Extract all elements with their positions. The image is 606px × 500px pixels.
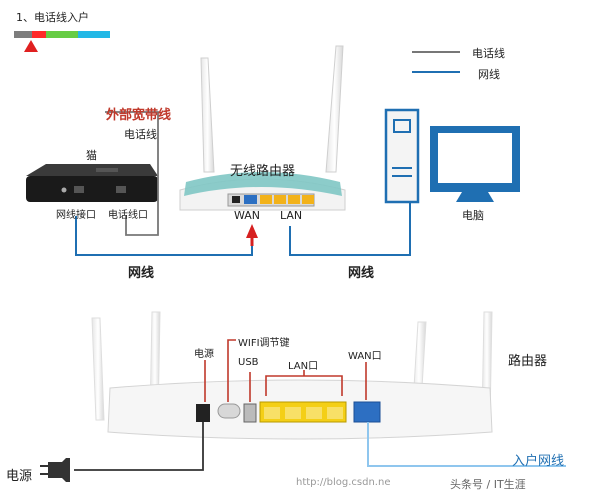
modem-label: 猫 <box>86 149 97 162</box>
source-url: http://blog.csdn.ne <box>296 477 391 488</box>
computer-tower <box>384 108 420 204</box>
wireless-router <box>179 172 346 211</box>
lan-port-label: LAN口 <box>288 361 319 372</box>
router-to-pc-cable <box>289 202 411 256</box>
router-lan-port <box>288 195 300 204</box>
wan-port-label: WAN口 <box>348 351 382 362</box>
legend-phone-label: 电话线 <box>472 47 505 60</box>
modem-phone-port <box>116 186 126 193</box>
color-bar-gray <box>14 31 32 38</box>
wan-port-block <box>353 401 381 423</box>
cable-right-label: 网线 <box>348 266 375 281</box>
modem-to-router-cable <box>75 216 253 256</box>
legend-net-label: 网线 <box>478 68 500 81</box>
up-arrow-icon <box>24 40 38 52</box>
router-back-view <box>91 311 493 440</box>
inbound-net-cable <box>367 422 566 467</box>
callouts <box>204 339 367 402</box>
router-title: 无线路由器 <box>230 164 296 179</box>
modem-net-port <box>74 186 84 193</box>
router-antennas <box>200 45 344 173</box>
phone-cable <box>105 111 159 236</box>
phone-line-label: 电话线 <box>124 128 157 141</box>
router-lan-port <box>274 195 286 204</box>
modem-led <box>61 187 67 193</box>
power-label: 电源 <box>194 349 214 360</box>
wifi-key-label: WIFI调节键 <box>238 338 290 349</box>
power-plug <box>40 422 204 482</box>
external-broadband-label: 外部宽带线 <box>106 108 172 123</box>
wan-arrow-icon <box>246 224 258 238</box>
inbound-cable-label: 入户网线 <box>512 454 565 469</box>
router-power-port <box>232 196 240 203</box>
lan-port-block <box>259 401 347 423</box>
watermark: 头条号 / IT生涯 <box>450 478 526 491</box>
router-lan-port <box>260 195 272 204</box>
wan-label: WAN <box>234 209 261 222</box>
step-title: 1、电话线入户 <box>16 11 89 24</box>
cable-left-label: 网线 <box>128 266 155 281</box>
computer <box>384 108 520 204</box>
lan-label: LAN <box>280 209 303 222</box>
color-bar-green <box>46 31 78 38</box>
modem-phone-port-label: 电话线口 <box>108 210 148 221</box>
power-plug-label: 电源 <box>6 469 33 484</box>
wifi-button <box>217 403 241 419</box>
usb-label: USB <box>238 357 259 368</box>
color-bar-cyan <box>78 31 110 38</box>
router-label: 路由器 <box>508 354 548 369</box>
computer-label: 电脑 <box>462 209 484 222</box>
modem <box>26 164 158 202</box>
usb-port <box>243 403 257 423</box>
modem-net-port-label: 网线接口 <box>56 210 96 221</box>
router-lan-port <box>302 195 314 204</box>
color-bar-red <box>32 31 46 38</box>
router-wan-port <box>244 195 257 204</box>
power-socket <box>196 404 210 422</box>
upper-cables <box>75 111 411 256</box>
plug-icon <box>48 458 70 482</box>
color-bar <box>14 31 110 38</box>
